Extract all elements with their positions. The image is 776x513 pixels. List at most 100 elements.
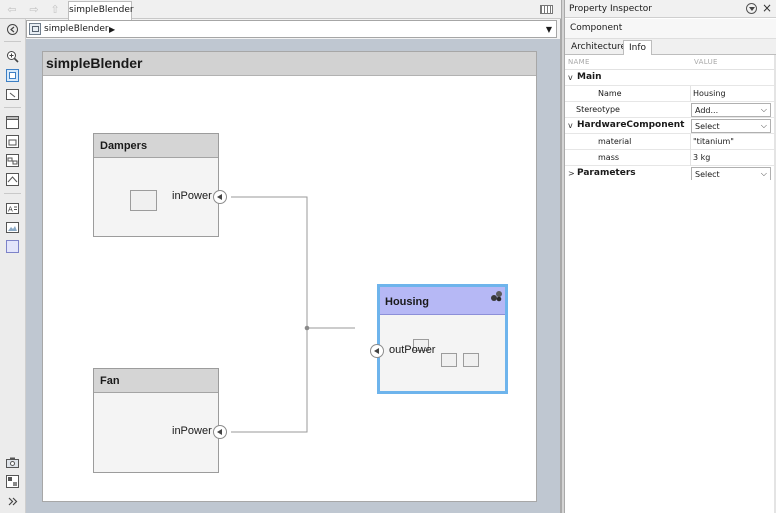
stereotype-select[interactable]: Add... ⌵ — [691, 103, 771, 117]
fit-to-view-icon[interactable] — [6, 69, 19, 82]
adapter-icon[interactable] — [6, 173, 19, 186]
annotation-icon[interactable]: A — [6, 202, 19, 215]
component-diagram-preview — [463, 353, 479, 367]
editor-top-bar: ⇦ ⇨ ⇧ simpleBlender — [0, 0, 561, 20]
port-label: inPower — [172, 190, 212, 202]
collapse-icon[interactable]: v — [568, 121, 573, 130]
path-caret-icon[interactable]: ▶ — [109, 25, 116, 34]
component-diagram-preview — [413, 339, 429, 351]
inspector-title-bar: Property Inspector × — [565, 0, 776, 18]
connector-junction — [304, 325, 310, 331]
parameters-select[interactable]: Select ⌵ — [691, 167, 771, 181]
collapse-icon[interactable]: v — [568, 73, 573, 82]
hide-show-browser-icon[interactable] — [6, 23, 19, 36]
component-fan[interactable]: Fan inPower — [93, 368, 227, 473]
up-arrow-icon[interactable]: ⇧ — [50, 3, 60, 16]
section-hardwarecomponent[interactable]: v HardwareComponent Select ⌵ — [565, 118, 774, 134]
document-tab-label: simpleBlender — [69, 5, 134, 15]
section-label: HardwareComponent — [577, 120, 685, 130]
inspector-tabs: Architecture Info — [565, 39, 776, 55]
column-separator — [690, 150, 691, 166]
model-editor: ⇦ ⇨ ⇧ simpleBlender — [0, 0, 561, 513]
property-label: Stereotype — [576, 105, 620, 114]
panel-splitter[interactable] — [561, 0, 565, 513]
zoom-box-icon[interactable] — [6, 88, 19, 101]
stereotype-badge-icon — [491, 291, 502, 302]
tool-palette: A — [0, 19, 26, 513]
screenshot-icon[interactable] — [6, 456, 19, 469]
inspector-title: Property Inspector — [569, 4, 652, 14]
section-label: Parameters — [577, 168, 636, 178]
model-frame: simpleBlender Dampers inPower — [42, 51, 537, 502]
port-inpower-dampers[interactable] — [213, 190, 227, 204]
property-label: mass — [598, 153, 620, 162]
address-dropdown-icon[interactable]: ▼ — [545, 25, 552, 34]
chevron-down-icon: ⌵ — [760, 169, 767, 178]
section-main[interactable]: v Main — [565, 70, 774, 86]
model-browser-icon[interactable] — [6, 475, 19, 488]
connector-dampers-housing[interactable] — [231, 196, 355, 329]
port-label: outPower — [389, 344, 436, 356]
column-header-value: VALUE — [694, 58, 718, 66]
section-label: Main — [577, 72, 602, 82]
reference-component-icon[interactable] — [6, 135, 19, 148]
tab-architecture[interactable]: Architecture — [571, 42, 627, 52]
address-path[interactable]: simpleBlender — [44, 24, 109, 34]
model-title: simpleBlender — [46, 55, 143, 71]
back-arrow-icon[interactable]: ⇦ — [7, 3, 17, 16]
property-row-material: material "titanium" — [565, 134, 774, 150]
inspector-scroll-edge — [774, 55, 776, 513]
model-body[interactable]: Dampers inPower Fan inPower — [43, 77, 536, 502]
material-value-field[interactable]: "titanium" — [693, 137, 734, 146]
port-inpower-fan[interactable] — [213, 425, 227, 439]
svg-text:A: A — [8, 206, 13, 214]
diagram-canvas[interactable]: simpleBlender Dampers inPower — [26, 39, 560, 513]
area-icon[interactable] — [6, 240, 19, 253]
select-value: Select — [695, 170, 720, 179]
column-separator — [690, 134, 691, 150]
component-header: Housing — [380, 287, 505, 315]
name-value-field[interactable]: Housing — [693, 89, 726, 98]
palette-separator — [4, 107, 21, 108]
property-inspector: Property Inspector × Component Architect… — [565, 0, 776, 513]
connector-fan-housing[interactable] — [231, 328, 308, 433]
component-header: Fan — [94, 369, 218, 393]
column-header-name: NAME — [568, 58, 590, 66]
zoom-in-icon[interactable] — [6, 50, 19, 63]
property-row-stereotype: Stereotype Add... ⌵ — [565, 102, 774, 118]
expand-icon[interactable]: > — [568, 169, 575, 178]
component-name: Fan — [100, 375, 120, 387]
address-bar[interactable]: simpleBlender ▶ ▼ — [26, 20, 557, 38]
mass-value-field[interactable]: 3 kg — [693, 153, 711, 162]
forward-arrow-icon[interactable]: ⇨ — [29, 3, 39, 16]
model-title-bar: simpleBlender — [43, 52, 536, 76]
component-name: Dampers — [100, 140, 148, 152]
component-housing[interactable]: Housing outPower — [370, 284, 508, 394]
column-separator — [690, 86, 691, 102]
select-value: Select — [695, 122, 720, 131]
property-row-name: Name Housing — [565, 86, 774, 102]
property-table-header: NAME VALUE — [565, 55, 774, 70]
chevron-down-icon: ⌵ — [760, 105, 767, 114]
component-dampers[interactable]: Dampers inPower — [93, 133, 227, 237]
select-value: Add... — [695, 106, 719, 115]
close-icon[interactable]: × — [761, 1, 773, 15]
expand-palette-icon[interactable] — [6, 495, 19, 508]
variant-component-icon[interactable] — [6, 154, 19, 167]
property-label: Name — [598, 89, 622, 98]
port-outpower-housing[interactable] — [370, 344, 384, 358]
chevron-down-icon: ⌵ — [760, 121, 767, 130]
palette-separator — [4, 193, 21, 194]
property-row-mass: mass 3 kg — [565, 150, 774, 166]
component-name: Housing — [385, 296, 429, 308]
tab-info[interactable]: Info — [623, 40, 653, 55]
tab-list-icon[interactable] — [540, 5, 553, 14]
inspector-menu-icon[interactable] — [746, 3, 757, 14]
inspector-subheader: Component — [565, 19, 776, 39]
component-block-icon[interactable] — [6, 116, 19, 129]
component-header: Dampers — [94, 134, 218, 158]
image-icon[interactable] — [6, 221, 19, 234]
document-tab[interactable]: simpleBlender — [68, 1, 134, 20]
palette-separator — [4, 41, 21, 42]
hardwarecomponent-select[interactable]: Select ⌵ — [691, 119, 771, 133]
